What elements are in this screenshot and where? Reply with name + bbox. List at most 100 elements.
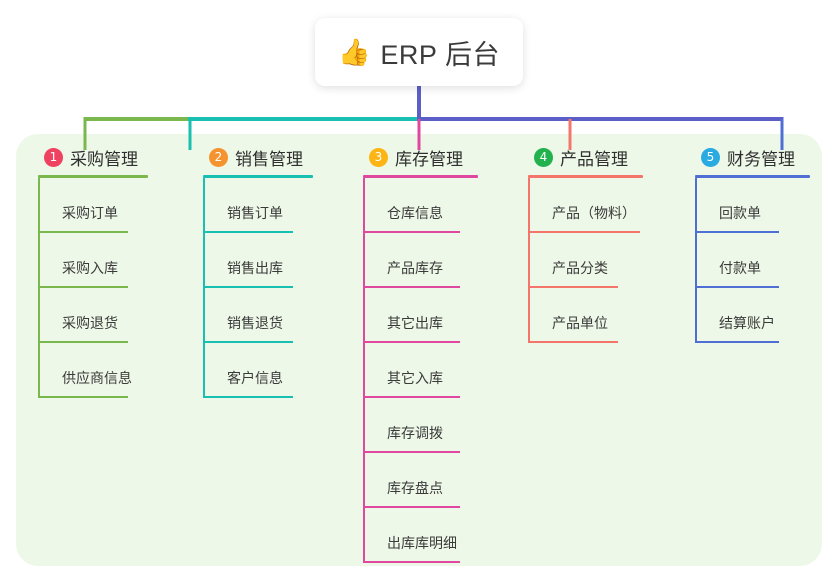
branch-item[interactable]: 销售订单 [203, 178, 313, 233]
branch-item-label: 库存调拨 [387, 425, 443, 441]
branch-number-badge: 5 [701, 147, 720, 167]
branch-spine [38, 178, 40, 398]
branch-item-label: 销售退货 [227, 315, 283, 331]
branch-item-label: 付款单 [719, 260, 761, 276]
branch-item-label: 其它出库 [387, 315, 443, 331]
branch-underline [363, 175, 478, 178]
branch-item-underline [365, 561, 460, 563]
root-title: ERP 后台 [380, 39, 500, 70]
branch-item-label: 产品分类 [552, 260, 608, 276]
branch-item-underline [697, 231, 779, 233]
branch-item[interactable]: 客户信息 [203, 343, 313, 398]
branch-number-badge: 3 [369, 147, 388, 167]
branch-item-underline [365, 506, 460, 508]
branch-item-label: 回款单 [719, 205, 761, 221]
branch-item-list: 回款单付款单结算账户 [695, 178, 810, 343]
branch-item[interactable]: 其它入库 [363, 343, 478, 398]
branch-item-label: 其它入库 [387, 370, 443, 386]
branch-item-list: 销售订单销售出库销售退货客户信息 [203, 178, 313, 398]
branch-column-3: 3 库存管理仓库信息产品库存其它出库其它入库库存调拨库存盘点出库库明细 [363, 143, 478, 563]
branch-header-4[interactable]: 4 产品管理 [528, 143, 643, 171]
branch-column-5: 5 财务管理回款单付款单结算账户 [695, 143, 810, 343]
branch-column-4: 4 产品管理产品（物料） 产品分类产品单位 [528, 143, 643, 343]
branch-item-list: 仓库信息产品库存其它出库其它入库库存调拨库存盘点出库库明细 [363, 178, 478, 563]
branch-number-badge: 1 [44, 147, 63, 167]
branch-number-badge: 4 [534, 147, 553, 167]
branch-item-underline [40, 231, 128, 233]
branch-header-5[interactable]: 5 财务管理 [695, 143, 810, 171]
branch-header-3[interactable]: 3 库存管理 [363, 143, 478, 171]
branch-column-1: 1 采购管理采购订单采购入库采购退货供应商信息 [38, 143, 148, 398]
branch-item-underline [697, 286, 779, 288]
branch-item[interactable]: 回款单 [695, 178, 810, 233]
branch-spine [695, 178, 697, 343]
branch-underline [203, 175, 313, 178]
branch-item[interactable]: 仓库信息 [363, 178, 478, 233]
branch-spine [203, 178, 205, 398]
branch-item-label: 销售出库 [227, 260, 283, 276]
branch-item[interactable]: 采购入库 [38, 233, 148, 288]
branch-title: 销售管理 [235, 149, 303, 169]
branch-item-label: 库存盘点 [387, 480, 443, 496]
branch-item-underline [365, 231, 460, 233]
branch-item[interactable]: 产品分类 [528, 233, 643, 288]
branch-item-underline [365, 286, 460, 288]
branch-item-list: 采购订单采购入库采购退货供应商信息 [38, 178, 148, 398]
branch-item-underline [530, 286, 618, 288]
branch-item-label: 供应商信息 [62, 370, 132, 386]
branch-number-badge: 2 [209, 147, 228, 167]
branch-item-label: 产品（物料） [552, 205, 636, 221]
branch-title: 产品管理 [560, 149, 628, 169]
thumbs-up-icon: 👍 [338, 37, 371, 67]
branch-item[interactable]: 采购订单 [38, 178, 148, 233]
branch-item-underline [40, 396, 128, 398]
branch-title: 采购管理 [70, 149, 138, 169]
branch-item[interactable]: 产品单位 [528, 288, 643, 343]
branch-spine [363, 178, 365, 563]
branch-item[interactable]: 供应商信息 [38, 343, 148, 398]
branch-item[interactable]: 库存盘点 [363, 453, 478, 508]
branches-panel [16, 134, 822, 566]
branch-item-underline [697, 341, 779, 343]
branch-item-label: 采购订单 [62, 205, 118, 221]
branch-item[interactable]: 产品（物料） [528, 178, 643, 233]
branch-item-underline [40, 341, 128, 343]
branch-item-label: 销售订单 [227, 205, 283, 221]
branch-item-label: 结算账户 [719, 315, 775, 331]
branch-item[interactable]: 销售退货 [203, 288, 313, 343]
branch-title: 财务管理 [727, 149, 795, 169]
branch-item-label: 产品库存 [387, 260, 443, 276]
branch-header-1[interactable]: 1 采购管理 [38, 143, 148, 171]
branch-item-underline [205, 341, 293, 343]
branch-item-underline [365, 451, 460, 453]
branch-item[interactable]: 销售出库 [203, 233, 313, 288]
branch-underline [38, 175, 148, 178]
branch-item[interactable]: 结算账户 [695, 288, 810, 343]
branch-item-underline [530, 231, 640, 233]
branch-item-underline [205, 286, 293, 288]
branch-item[interactable]: 出库库明细 [363, 508, 478, 563]
branch-title: 库存管理 [395, 149, 463, 169]
branch-underline [528, 175, 643, 178]
branch-item-underline [40, 286, 128, 288]
branch-item[interactable]: 库存调拨 [363, 398, 478, 453]
branch-item[interactable]: 产品库存 [363, 233, 478, 288]
branch-item[interactable]: 采购退货 [38, 288, 148, 343]
branch-item[interactable]: 付款单 [695, 233, 810, 288]
branch-item-list: 产品（物料） 产品分类产品单位 [528, 178, 643, 343]
branch-item-label: 采购入库 [62, 260, 118, 276]
branch-column-2: 2 销售管理销售订单销售出库销售退货客户信息 [203, 143, 313, 398]
branch-underline [695, 175, 810, 178]
root-node[interactable]: 👍 ERP 后台 [315, 18, 523, 86]
branch-header-2[interactable]: 2 销售管理 [203, 143, 313, 171]
branch-item-underline [205, 396, 293, 398]
branch-item-underline [365, 396, 460, 398]
branch-spine [528, 178, 530, 343]
branch-item-label: 出库库明细 [387, 535, 457, 551]
branch-item-underline [530, 341, 618, 343]
branch-item[interactable]: 其它出库 [363, 288, 478, 343]
branch-item-label: 仓库信息 [387, 205, 443, 221]
branch-item-underline [365, 341, 460, 343]
